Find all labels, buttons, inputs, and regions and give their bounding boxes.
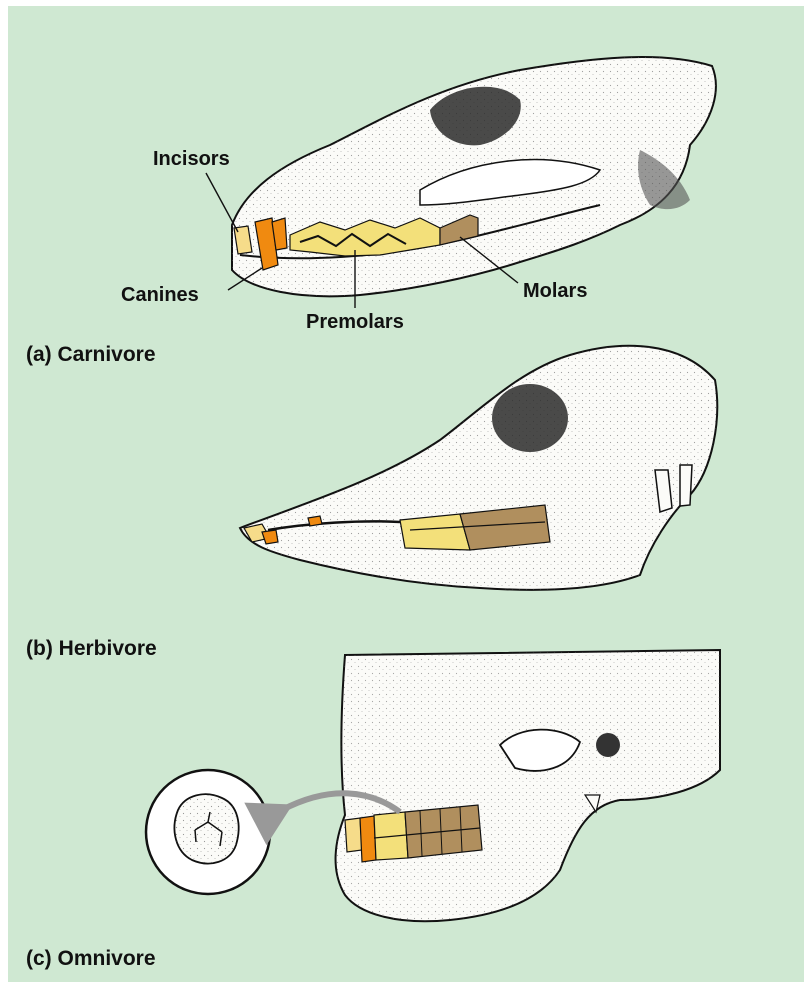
molar-crown-inset xyxy=(146,770,270,894)
carnivore-skull xyxy=(232,57,716,296)
herbivore-skull xyxy=(240,346,717,590)
molars-label: Molars xyxy=(523,280,587,303)
caption-herbivore: (b) Herbivore xyxy=(26,637,157,661)
canines-label: Canines xyxy=(121,284,199,307)
incisors-label: Incisors xyxy=(153,148,230,171)
premolars-label: Premolars xyxy=(306,311,404,334)
omnivore-skull xyxy=(336,650,720,921)
caption-carnivore: (a) Carnivore xyxy=(26,343,156,367)
caption-omnivore: (c) Omnivore xyxy=(26,947,156,971)
